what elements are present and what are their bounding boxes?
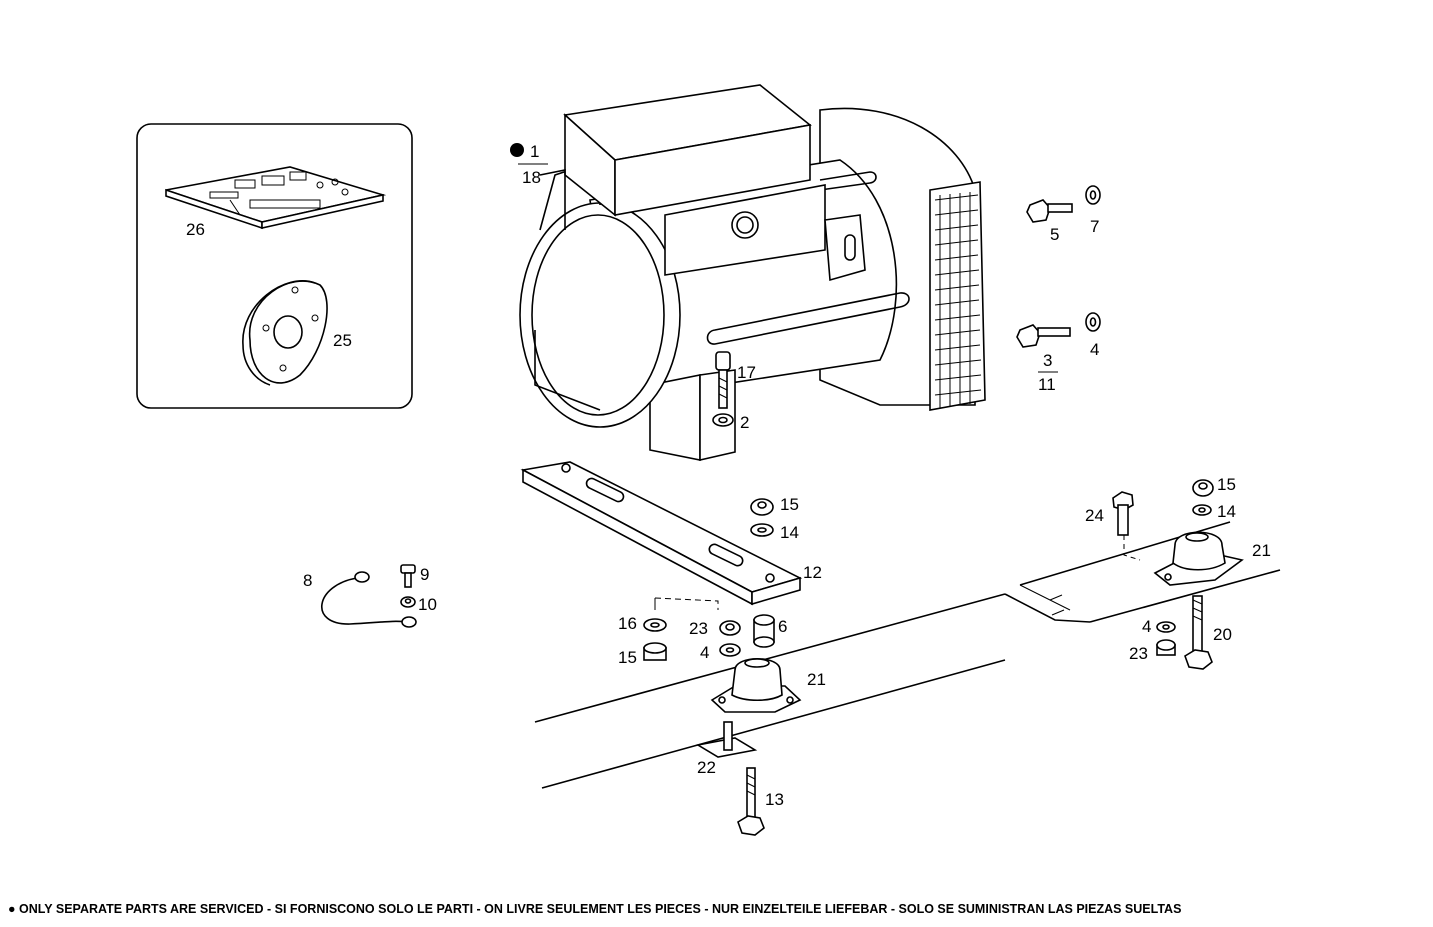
label-2: 2 xyxy=(740,413,749,432)
vent-grille xyxy=(929,181,986,411)
label-23-right: 23 xyxy=(1129,644,1148,663)
washer-7 xyxy=(1085,185,1101,205)
label-15-center: 15 xyxy=(780,495,799,514)
label-12: 12 xyxy=(803,563,822,582)
washer-4-right xyxy=(1156,621,1176,633)
label-5: 5 xyxy=(1050,225,1059,244)
clamp-22 xyxy=(695,721,758,758)
nut-15-right xyxy=(1192,479,1214,497)
nut-23-right xyxy=(1156,639,1176,656)
footer-bullet-icon: ● xyxy=(8,902,16,916)
nut-15-left xyxy=(643,642,667,661)
anti-vibration-mount-21-right xyxy=(1153,531,1244,586)
label-8: 8 xyxy=(303,571,312,590)
label-21-left: 21 xyxy=(807,670,826,689)
label-25: 25 xyxy=(333,331,352,350)
bolt-5 xyxy=(1026,199,1073,223)
nut-23-left xyxy=(719,620,741,636)
washer-14-center xyxy=(750,523,774,537)
label-14-right: 14 xyxy=(1217,502,1236,521)
washer-4-left xyxy=(719,643,741,657)
footer-text: ONLY SEPARATE PARTS ARE SERVICED - SI FO… xyxy=(19,902,1182,916)
label-20: 20 xyxy=(1213,625,1232,644)
circuit-board-part-26 xyxy=(165,166,387,230)
washer-14-right xyxy=(1192,504,1212,516)
label-11: 11 xyxy=(1038,375,1056,394)
footer-note: ● ONLY SEPARATE PARTS ARE SERVICED - SI … xyxy=(8,902,1428,916)
label-4-top: 4 xyxy=(1090,340,1099,359)
nut-10 xyxy=(400,596,416,608)
bolt-13 xyxy=(737,767,765,836)
label-1: 1 xyxy=(530,142,539,161)
alternator-body xyxy=(519,84,986,462)
washer-2 xyxy=(712,413,734,427)
bolt-20 xyxy=(1184,595,1213,670)
label-24: 24 xyxy=(1085,506,1104,525)
label-10: 10 xyxy=(418,595,437,614)
label-14-center: 14 xyxy=(780,523,799,542)
bolt-3 xyxy=(1016,324,1071,348)
label-15-left: 15 xyxy=(618,648,637,667)
label-3: 3 xyxy=(1043,351,1052,370)
flange-plate-part-25 xyxy=(242,280,328,386)
label-9: 9 xyxy=(420,565,429,584)
label-18: 18 xyxy=(522,168,541,187)
label-22: 22 xyxy=(697,758,716,777)
label-4-left: 4 xyxy=(700,643,709,662)
screw-9 xyxy=(400,564,416,588)
bolt-17 xyxy=(715,351,731,409)
nut-15-center xyxy=(750,498,774,516)
washer-16 xyxy=(643,618,667,632)
ground-cable-8 xyxy=(321,571,417,628)
label-4-right: 4 xyxy=(1142,617,1151,636)
washer-4-top xyxy=(1085,312,1101,332)
inset-panel: 26 25 xyxy=(136,123,413,409)
label-7: 7 xyxy=(1090,217,1099,236)
label-13: 13 xyxy=(765,790,784,809)
label-23-left: 23 xyxy=(689,619,708,638)
mounting-bracket-12 xyxy=(520,461,803,610)
label-17: 17 xyxy=(737,363,756,382)
spacer-6 xyxy=(753,614,775,648)
label-21-right: 21 xyxy=(1252,541,1271,560)
serviced-bullet-icon xyxy=(510,143,524,157)
bolt-24 xyxy=(1112,491,1141,561)
label-26: 26 xyxy=(186,220,205,239)
label-6: 6 xyxy=(778,617,787,636)
anti-vibration-mount-21-left xyxy=(710,658,802,713)
label-16: 16 xyxy=(618,614,637,633)
label-15-right: 15 xyxy=(1217,475,1236,494)
